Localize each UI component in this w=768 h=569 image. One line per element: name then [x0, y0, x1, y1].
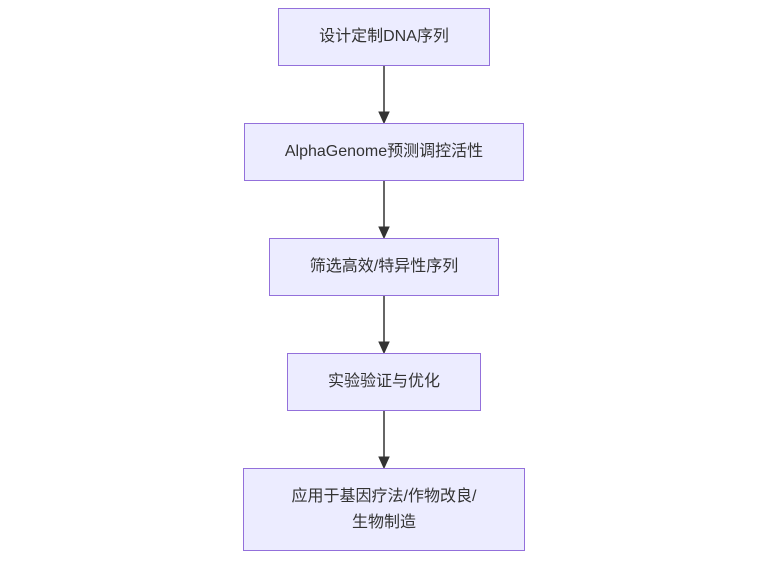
- flow-arrow-2: [378, 181, 390, 238]
- flow-arrow-1: [378, 66, 390, 123]
- flow-node-alphagenome-predict: AlphaGenome预测调控活性: [243, 123, 525, 181]
- flow-node-applications: 应用于基因疗法/作物改良/ 生物制造: [242, 468, 526, 552]
- flow-node-label: AlphaGenome预测调控活性: [284, 143, 484, 161]
- flow-node-label: 设计定制DNA序列: [319, 28, 449, 46]
- flow-node-design-dna: 设计定制DNA序列: [278, 8, 490, 66]
- flow-arrow-4: [378, 411, 390, 468]
- flow-node-screen-sequences: 筛选高效/特异性序列: [268, 238, 500, 296]
- flow-node-label: 筛选高效/特异性序列: [309, 258, 459, 276]
- flow-node-experimental-validation: 实验验证与优化: [286, 353, 481, 411]
- flow-node-label: 应用于基因疗法/作物改良/ 生物制造: [291, 488, 477, 531]
- flow-arrow-3: [378, 296, 390, 353]
- flowchart: 设计定制DNA序列 AlphaGenome预测调控活性 筛选高效/特异性序列 实…: [242, 8, 526, 552]
- flow-node-label: 实验验证与优化: [327, 373, 440, 391]
